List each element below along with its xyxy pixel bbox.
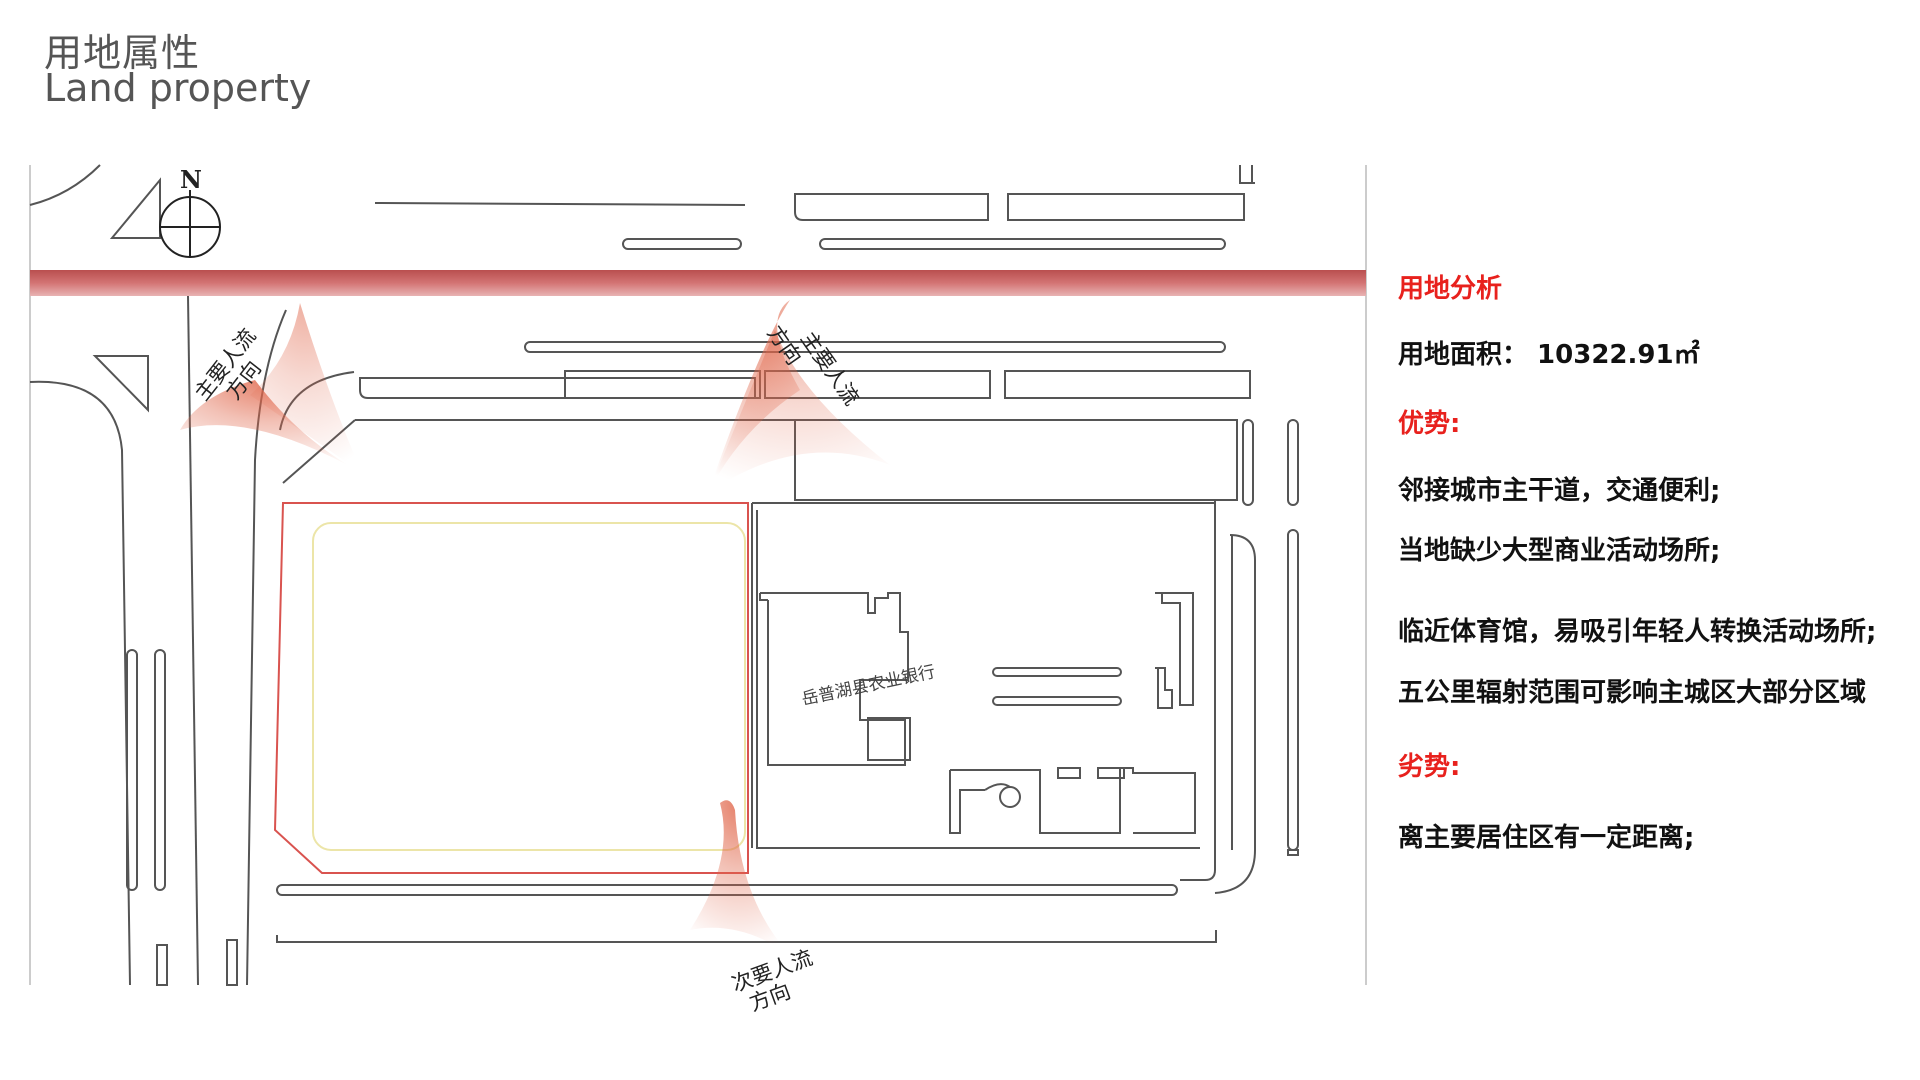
primary-flow-arrow-left-wing [250,303,362,473]
advantage-item: 临近体育馆，易吸引年轻人转换活动场所; [1398,617,1877,647]
secondary-flow-label: 次要人流 方向 [729,945,816,1015]
page-title-cn: 用地属性 [44,31,201,75]
site-frontage-roads [282,341,1299,506]
east-roads [1180,500,1299,894]
north-arrow-icon: N [159,165,221,258]
advantage-item: 五公里辐射范围可影响主城区大部分区域 [1398,678,1867,708]
north-roads [374,165,1255,250]
main-road [30,270,1366,296]
north-label: N [180,165,202,194]
page-title-en: Land property [44,66,312,110]
advantage-item: 邻接城市主干道，交通便利; [1398,476,1721,506]
site-area: 用地面积： 10322.91㎡ [1398,340,1700,370]
site-setback-line [312,522,746,851]
analysis-heading: 用地分析 [1398,274,1503,304]
disadvantage-item: 离主要居住区有一定距离; [1398,823,1695,853]
site-boundary [273,502,749,874]
advantages-heading: 优势: [1398,409,1461,439]
flow-arrows [180,300,890,955]
bank-label: 岳普湖县农业银行 [800,662,937,710]
primary-flow-arrow-right-wing [708,330,890,493]
neighbour-block [751,502,1215,849]
northwest-road-edges [29,164,161,239]
map-frame [29,165,1367,985]
disadvantages-heading: 劣势: [1398,752,1461,782]
primary-flow-arrow-left [180,380,362,473]
advantage-item: 当地缺少大型商业活动场所; [1398,536,1721,566]
secondary-flow-arrow [690,800,790,955]
